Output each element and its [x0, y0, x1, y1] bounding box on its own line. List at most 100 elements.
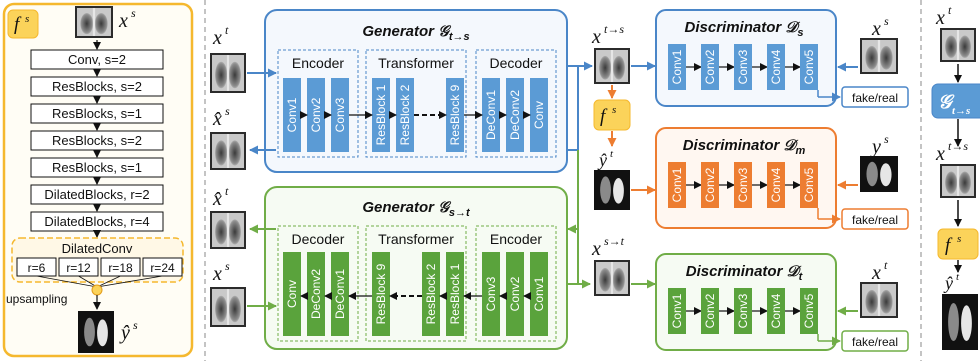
f-s-mini-box: f s — [937, 228, 979, 260]
svg-text:s: s — [612, 104, 616, 116]
svg-text:x: x — [935, 7, 945, 29]
cycle-connector — [567, 150, 579, 234]
f-s-box: f s — [593, 99, 631, 131]
layer-block — [331, 78, 349, 152]
decoder-label: Decoder — [490, 55, 543, 71]
svg-text:t→s: t→s — [952, 105, 970, 117]
svg-text:x: x — [118, 10, 128, 32]
layer-block-label: Conv2 — [703, 293, 717, 328]
xray-image — [210, 287, 246, 327]
layer-block-label: Conv3 — [736, 293, 750, 328]
svg-text:x: x — [212, 27, 222, 49]
fake-real-output — [841, 330, 909, 352]
svg-text:ŷ: ŷ — [943, 273, 953, 293]
right-column-pipeline: x t 𝒢 t→s x t→s f s ŷ t — [931, 3, 980, 350]
layer-block — [767, 162, 785, 208]
layer-block-label: Conv2 — [703, 167, 717, 202]
svg-text:s: s — [225, 259, 230, 273]
layer-block — [506, 78, 524, 152]
input-label-xs: x s — [118, 6, 136, 32]
svg-text:x: x — [871, 262, 881, 284]
feature-layer-label: ResBlocks, s=2 — [52, 79, 142, 94]
svg-text:t: t — [610, 148, 614, 160]
output-y-hat-t: ŷ t — [594, 148, 630, 210]
layer-block-label: Conv3 — [484, 276, 498, 311]
transformer-label: Transformer — [378, 231, 454, 247]
layer-block-label: ResBlock 2 — [424, 263, 438, 324]
dilation-rate-label: r=24 — [150, 261, 175, 275]
layer-block-label: Conv2 — [703, 49, 717, 84]
layer-block-label: Conv4 — [769, 167, 783, 202]
layer-block — [668, 44, 686, 90]
svg-text:ŷ: ŷ — [119, 322, 130, 344]
cycle-connector — [567, 65, 579, 151]
segmentation-mask — [594, 170, 630, 210]
layer-block — [734, 162, 752, 208]
output-xhat-t: x̂ t — [210, 184, 246, 249]
xray-image — [210, 211, 246, 249]
svg-text:y: y — [870, 136, 881, 158]
layer-block — [701, 44, 719, 90]
dilation-rate-label: r=12 — [66, 261, 91, 275]
xray-image — [860, 282, 898, 318]
svg-text:s: s — [25, 13, 29, 25]
layer-block — [734, 44, 752, 90]
layer-block-label: Conv5 — [802, 167, 816, 202]
svg-text:x: x — [212, 263, 222, 285]
layer-block — [482, 78, 500, 152]
layer-block-label: Conv1 — [670, 167, 684, 202]
layer-block — [530, 78, 548, 152]
layer-block — [283, 252, 301, 336]
dilation-rate-label: r=6 — [28, 261, 46, 275]
layer-block-label: Conv2 — [508, 276, 522, 311]
layer-block-label: Conv3 — [736, 167, 750, 202]
layer-block-label: ResBlock 9 — [374, 263, 388, 324]
layer-block-label: Conv5 — [802, 49, 816, 84]
layer-block — [800, 44, 818, 90]
layer-block-label: DeConv2 — [508, 90, 522, 140]
svg-text:t: t — [225, 23, 229, 37]
layer-block — [372, 252, 390, 336]
layer-block-label: DeConv1 — [333, 269, 347, 319]
svg-text:s: s — [957, 233, 961, 245]
layer-block — [530, 252, 548, 336]
xray-image — [594, 260, 630, 296]
fake-real-label: fake/real — [852, 91, 898, 105]
output-x-t2s: x t→s — [591, 22, 630, 84]
svg-text:t: t — [884, 258, 888, 272]
discriminator-title: Discriminator 𝒟s — [685, 19, 804, 39]
layer-block — [372, 78, 390, 152]
svg-text:x̂: x̂ — [212, 108, 222, 130]
decoder-group — [475, 49, 557, 158]
input-xt: x t — [210, 23, 246, 93]
layer-block — [800, 162, 818, 208]
f-s-badge: f s — [7, 9, 39, 39]
svg-text:s: s — [131, 6, 136, 20]
xray-image — [210, 132, 246, 170]
svg-text:f: f — [945, 235, 953, 256]
generator-st-title: Generator 𝒢s→t — [362, 199, 471, 219]
layer-block-label: ResBlock 1 — [374, 84, 388, 145]
feature-layer-label: DilatedBlocks, r=4 — [44, 214, 149, 229]
generator-s-to-t: Generator 𝒢s→t Decoder Transformer Encod… — [264, 186, 568, 350]
layer-block — [422, 252, 440, 336]
dilation-rate-label: r=18 — [108, 261, 133, 275]
decoder-group — [277, 225, 359, 342]
fake-real-label: fake/real — [852, 213, 898, 227]
layer-block-label: Conv4 — [769, 49, 783, 84]
layer-block — [668, 162, 686, 208]
encoder-label: Encoder — [292, 55, 344, 71]
generator-ts-title: Generator 𝒢t→s — [362, 23, 469, 43]
layer-block — [701, 288, 719, 334]
layer-block — [331, 252, 349, 336]
xray-image — [75, 6, 113, 38]
layer-block-label: Conv5 — [802, 293, 816, 328]
layer-block — [446, 252, 464, 336]
layer-block-label: ResBlock 2 — [398, 84, 412, 145]
layer-block — [701, 162, 719, 208]
output-x-s2t: x s→t — [591, 234, 630, 296]
